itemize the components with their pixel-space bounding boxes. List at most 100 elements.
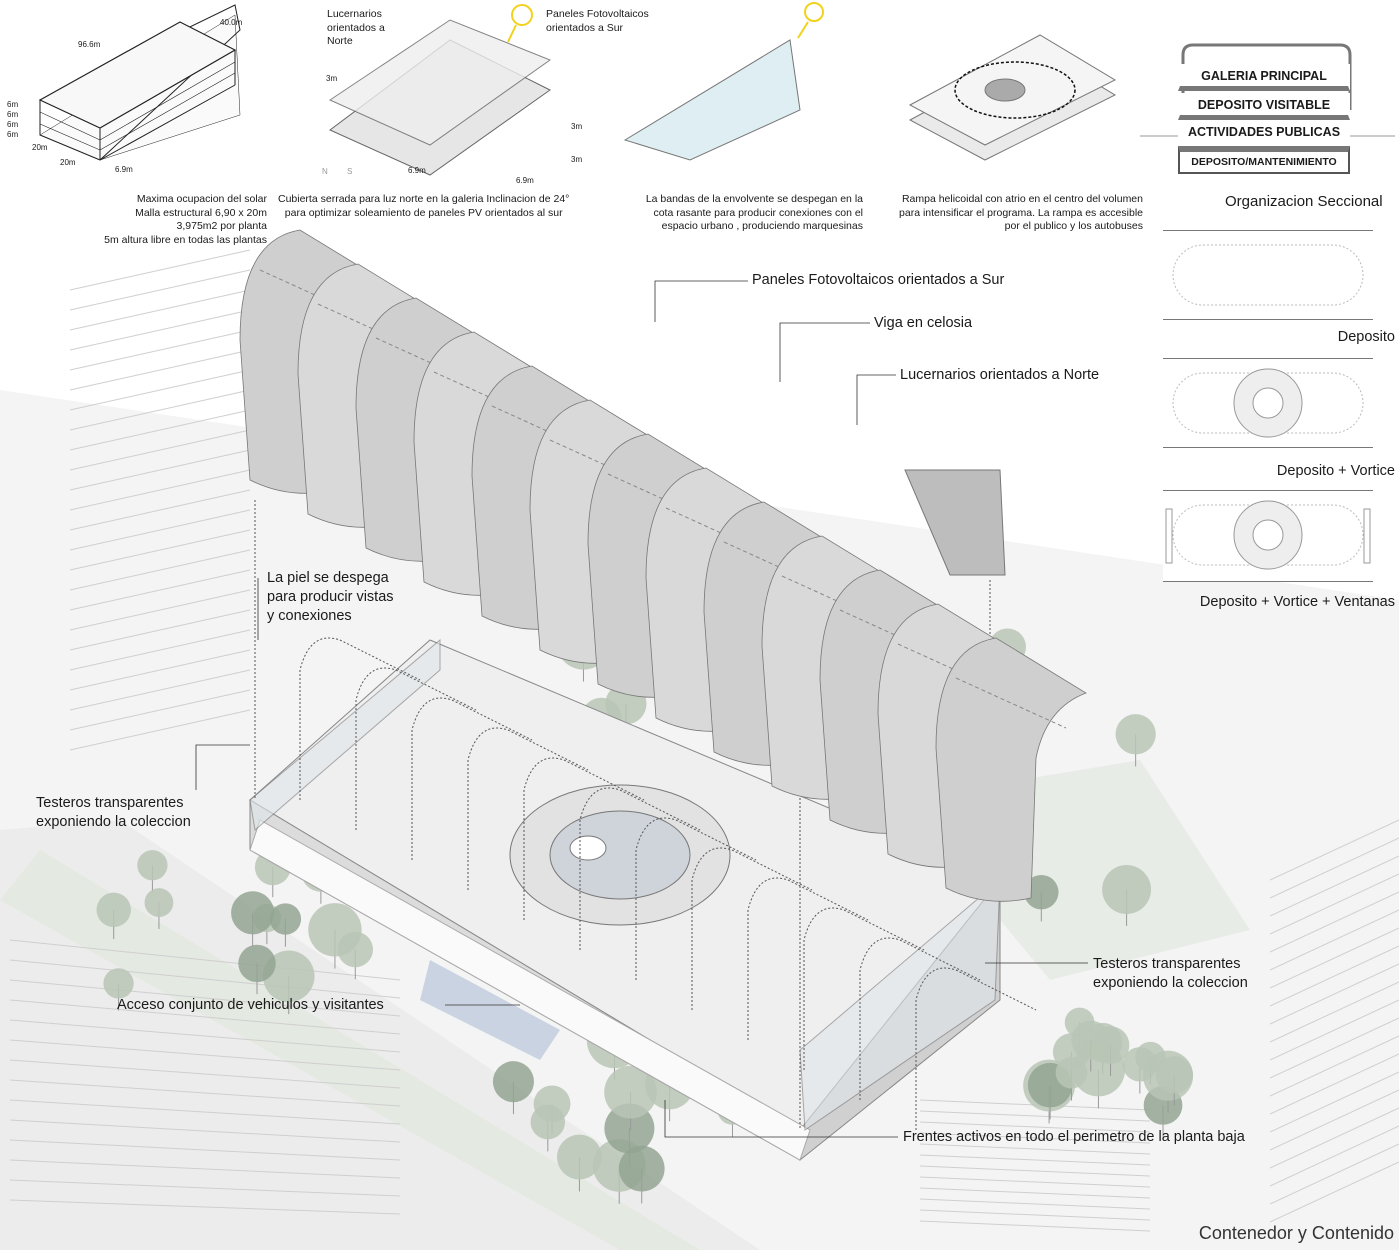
tree bbox=[1024, 874, 1059, 910]
context-building-line bbox=[919, 1165, 1151, 1177]
tree bbox=[231, 891, 275, 935]
context-building-line bbox=[9, 1199, 401, 1215]
diagram-ramp bbox=[908, 34, 1117, 161]
annotation-testeros-right: Testeros transparentes exponiendo la col… bbox=[1093, 955, 1248, 993]
stack-deposito-mantenimiento: DEPOSITO/MANTENIMIENTO bbox=[1178, 146, 1350, 174]
context-buildings bbox=[9, 249, 1399, 1232]
caption-envelope: La bandas de la envolvente se despegan e… bbox=[646, 193, 863, 234]
context-building-line bbox=[1269, 963, 1399, 1025]
context-building-line bbox=[9, 1059, 401, 1089]
annotation-line: Testeros transparentes bbox=[36, 795, 184, 811]
roof-canopy bbox=[239, 229, 1087, 902]
context-building-line bbox=[69, 469, 251, 511]
rib-outline bbox=[355, 667, 477, 830]
dim-bay: 20m bbox=[60, 158, 76, 167]
dim-floor: 6m bbox=[7, 130, 19, 139]
label-line: orientados a Sur bbox=[546, 21, 624, 34]
section-stack: GALERIA PRINCIPAL DEPOSITO VISITABLE ACT… bbox=[1178, 64, 1350, 178]
caption-sawtooth: Cubierta serrada para luz norte en la ga… bbox=[278, 193, 569, 220]
caption-line: Rampa helicoidal con atrio en el centro … bbox=[901, 193, 1143, 205]
annotation-line: exponiendo la coleccion bbox=[1093, 975, 1248, 991]
context-building-line bbox=[1269, 837, 1399, 899]
annotation-lucernarios: Lucernarios orientados a Norte bbox=[900, 367, 1100, 383]
context-building-line bbox=[1269, 1053, 1399, 1115]
compass-south: S bbox=[347, 167, 353, 176]
annotation-piel: La piel se despega para producir vistas … bbox=[267, 569, 394, 626]
caption-line: Cubierta serrada para luz norte en la ga… bbox=[278, 193, 570, 205]
caption-line: cota rasante para producir conexiones co… bbox=[653, 206, 863, 219]
plan-label: Deposito + Vortice + Ventanas bbox=[1199, 594, 1395, 610]
rib-outline bbox=[635, 817, 757, 980]
context-building-line bbox=[9, 999, 401, 1035]
caption-line: para intensificar el programa. La rampa … bbox=[899, 206, 1143, 219]
context-building-line bbox=[1269, 999, 1399, 1061]
rib-outline bbox=[467, 727, 589, 890]
annotation-line: exponiendo la coleccion bbox=[36, 814, 191, 830]
dim-bay: 20m bbox=[32, 143, 48, 152]
rib-outline bbox=[747, 877, 869, 1040]
label-lucernarios: Lucernarios orientados a Norte bbox=[327, 8, 385, 49]
annotation-leaders bbox=[195, 280, 1088, 1138]
context-building-line bbox=[919, 1121, 1151, 1133]
roof-rib bbox=[935, 637, 1087, 902]
context-building-line bbox=[69, 289, 251, 331]
context-building-line bbox=[919, 1220, 1151, 1232]
drawing-title: Contenedor y Contenido bbox=[1198, 1223, 1394, 1243]
context-building-line bbox=[9, 1119, 401, 1143]
tree bbox=[262, 950, 315, 1003]
tree bbox=[604, 1065, 657, 1119]
context-building-line bbox=[69, 309, 251, 351]
context-building-line bbox=[919, 1198, 1151, 1210]
plan-label: Deposito bbox=[1337, 329, 1395, 345]
annotation-line: y conexiones bbox=[267, 608, 352, 624]
rib-outline bbox=[411, 697, 533, 860]
context-building-line bbox=[1269, 927, 1399, 989]
sun-icon bbox=[507, 4, 533, 43]
truss-beam bbox=[955, 677, 1067, 729]
tree bbox=[308, 903, 362, 957]
caption-line: para optimizar soleamiento de paneles PV… bbox=[284, 206, 563, 219]
context-building-line bbox=[1269, 1071, 1399, 1133]
tree bbox=[1115, 714, 1156, 755]
annotation-viga: Viga en celosia bbox=[874, 315, 973, 331]
context-building-line bbox=[69, 609, 251, 651]
label-line: Norte bbox=[327, 35, 353, 47]
context-building-line bbox=[1269, 1089, 1399, 1151]
context-building-line bbox=[1269, 891, 1399, 953]
rib-outline bbox=[915, 967, 1037, 1130]
context-building-line bbox=[69, 409, 251, 451]
stack-actividades: ACTIVIDADES PUBLICAS bbox=[1178, 122, 1350, 142]
context-building-line bbox=[9, 1099, 401, 1125]
annotation-testeros-left: Testeros transparentes exponiendo la col… bbox=[36, 794, 191, 832]
caption-line: por el publico y los autobuses bbox=[1004, 220, 1143, 232]
context-building-line bbox=[9, 1019, 401, 1053]
rib-outline bbox=[859, 937, 981, 1100]
sun-icon bbox=[797, 2, 824, 39]
context-building-line bbox=[1269, 873, 1399, 935]
context-building-line bbox=[919, 1132, 1151, 1144]
diagram-envelope bbox=[623, 39, 801, 161]
caption-line: espacio urbano , produciendo marquesinas bbox=[661, 220, 863, 232]
dim-floor: 6m bbox=[7, 100, 19, 109]
dim-detail: 3m bbox=[571, 122, 583, 131]
organizacion-title: Organizacion Seccional bbox=[1225, 193, 1383, 210]
plan-deposito bbox=[1163, 230, 1373, 320]
context-building-line bbox=[69, 449, 251, 491]
tree bbox=[238, 944, 276, 983]
label-line: orientados a bbox=[327, 21, 385, 34]
annotation-acceso: Acceso conjunto de vehiculos y visitante… bbox=[117, 997, 384, 1013]
dim-height: 3m bbox=[326, 74, 338, 83]
caption-ramp: Rampa helicoidal con atrio en el centro … bbox=[899, 193, 1143, 234]
context-building-line bbox=[69, 489, 251, 531]
dim-detail: 3m bbox=[571, 155, 583, 164]
context-building-line bbox=[9, 939, 401, 981]
compass-north: N bbox=[322, 167, 328, 176]
context-building-line bbox=[1269, 1143, 1399, 1205]
caption-line: 3,975m2 por planta bbox=[176, 220, 267, 232]
context-building-line bbox=[919, 1209, 1151, 1221]
context-building-line bbox=[1269, 981, 1399, 1043]
context-building-line bbox=[69, 649, 251, 691]
dim-module: 6.9m bbox=[115, 165, 133, 174]
context-building-line bbox=[1269, 1017, 1399, 1079]
rib-outline bbox=[579, 787, 701, 950]
